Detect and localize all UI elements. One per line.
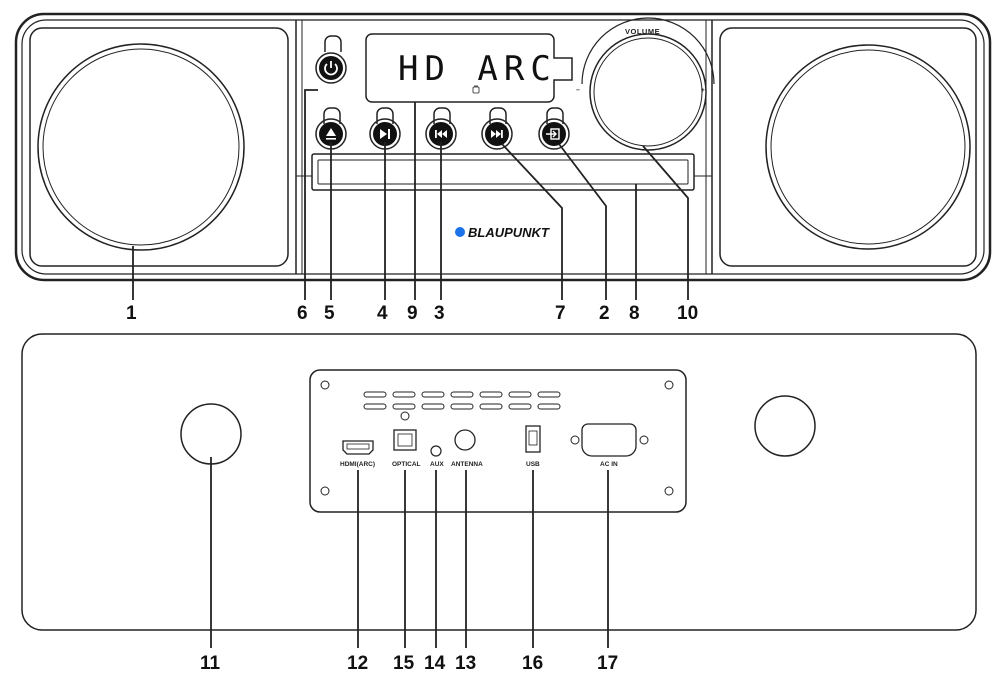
- optical-indicator: [400, 411, 410, 421]
- antenna-port-label: ANTENNA: [451, 461, 483, 468]
- vent-slot: [508, 403, 532, 410]
- panel-screw-tl: [320, 380, 330, 390]
- callout-10: 10: [677, 303, 698, 324]
- panel-screw-tr: [664, 380, 674, 390]
- usb-port-label: USB: [526, 461, 540, 468]
- lcd-display-outline: [365, 33, 573, 103]
- alarm-indicator-icon: [472, 85, 480, 94]
- callout-13: 13: [455, 653, 476, 674]
- vent-slot: [508, 391, 532, 398]
- vent-slot: [479, 391, 503, 398]
- front-view: HD ARC VOLUME − +: [14, 12, 992, 324]
- cd-slot-inner: [317, 159, 689, 185]
- callout-9: 9: [407, 303, 418, 324]
- front-leader-lines: [132, 89, 689, 300]
- volume-knob-inner: [593, 37, 703, 147]
- callout-7: 7: [555, 303, 566, 324]
- vent-slot: [537, 391, 561, 398]
- ventilation-slots: [363, 391, 561, 410]
- rear-body: [21, 333, 977, 631]
- play-pause-button[interactable]: [369, 107, 401, 150]
- front-body-outer: [14, 12, 992, 282]
- aux-port[interactable]: [430, 445, 442, 457]
- panel-screw-br: [664, 486, 674, 496]
- optical-port-label: OPTICAL: [392, 461, 421, 468]
- rear-right-mount: [754, 395, 816, 457]
- rear-view: HDMI(ARC) OPTICAL AUX ANTENNA USB AC IN: [21, 333, 977, 674]
- previous-track-icon: [435, 130, 447, 138]
- next-track-button[interactable]: [481, 107, 513, 150]
- callout-2: 2: [599, 303, 610, 324]
- vent-slot: [363, 391, 387, 398]
- vent-slot: [392, 403, 416, 410]
- callout-8: 8: [629, 303, 640, 324]
- ac-in-port[interactable]: [570, 423, 649, 457]
- callout-4: 4: [377, 303, 388, 324]
- usb-port[interactable]: [525, 425, 541, 453]
- callout-1: 1: [126, 303, 137, 324]
- brand-logo: BLAUPUNKT: [468, 225, 550, 240]
- front-body-inner: [21, 19, 985, 275]
- callout-11: 11: [200, 653, 221, 674]
- left-speaker-grille: [37, 43, 245, 251]
- eject-icon: [326, 128, 336, 136]
- callout-6: 6: [297, 303, 308, 324]
- rear-left-mount: [180, 403, 242, 465]
- volume-knob-outer: [589, 33, 707, 151]
- vent-slot: [450, 391, 474, 398]
- callout-15: 15: [393, 653, 415, 674]
- source-button[interactable]: [538, 107, 570, 150]
- right-speaker-frame: [719, 27, 977, 267]
- volume-minus: −: [576, 87, 580, 94]
- play-pause-icon: [380, 129, 390, 139]
- hdmi-port[interactable]: [342, 440, 374, 455]
- optical-port[interactable]: [393, 429, 417, 451]
- connector-panel: [309, 369, 687, 513]
- callout-12: 12: [347, 653, 368, 674]
- rear-leader-lines: [210, 457, 609, 648]
- callout-5: 5: [324, 303, 335, 324]
- antenna-port[interactable]: [454, 429, 476, 451]
- callout-14: 14: [424, 653, 446, 674]
- vent-slot: [392, 391, 416, 398]
- vent-slot: [363, 403, 387, 410]
- volume-knob[interactable]: [581, 17, 715, 151]
- volume-scale-arc: [581, 17, 715, 85]
- power-icon: [324, 61, 338, 76]
- callout-16: 16: [522, 653, 543, 674]
- vent-slot: [450, 403, 474, 410]
- callout-3: 3: [434, 303, 445, 324]
- vent-slot: [421, 403, 445, 410]
- ac-in-port-label: AC IN: [600, 461, 618, 468]
- right-speaker-grille-inner: [770, 49, 966, 245]
- left-speaker-frame: [29, 27, 289, 267]
- cd-slot-outer[interactable]: [311, 153, 695, 191]
- vent-slot: [537, 403, 561, 410]
- hdmi-port-label: HDMI(ARC): [340, 461, 375, 468]
- power-button[interactable]: [315, 35, 347, 84]
- vent-slot: [421, 391, 445, 398]
- volume-label: VOLUME: [625, 27, 660, 36]
- left-speaker-grille-inner: [42, 48, 240, 246]
- right-speaker-grille: [765, 44, 971, 250]
- panel-screw-bl: [320, 486, 330, 496]
- brand-dot: [455, 227, 465, 237]
- source-input-icon: [546, 128, 560, 140]
- callout-17: 17: [597, 653, 618, 674]
- vent-slot: [479, 403, 503, 410]
- aux-port-label: AUX: [430, 461, 444, 468]
- volume-plus: +: [701, 87, 705, 94]
- lcd-display-text: HD ARC: [398, 49, 557, 89]
- next-track-icon: [491, 130, 503, 138]
